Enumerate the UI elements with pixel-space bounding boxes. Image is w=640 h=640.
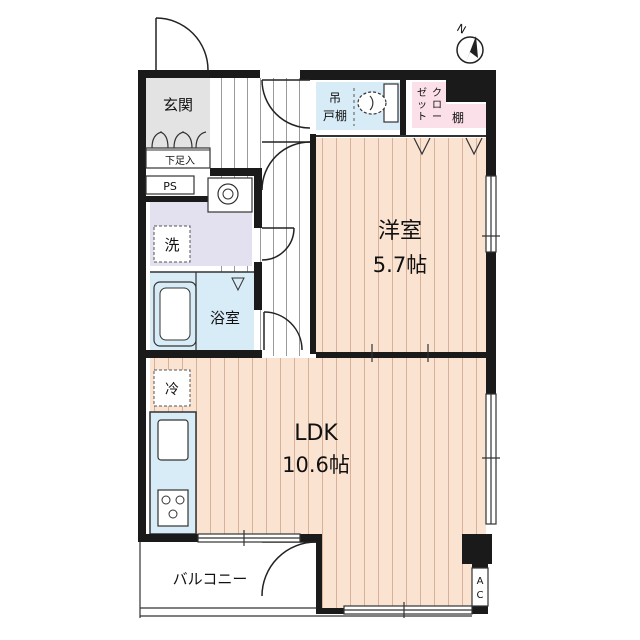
balcony-door[interactable] xyxy=(261,541,317,597)
western-room-floor xyxy=(316,138,486,354)
washer-space xyxy=(153,225,191,263)
ps-label: PS xyxy=(163,180,177,193)
closet-char: ロ xyxy=(432,100,442,111)
balcony xyxy=(139,542,472,618)
ldk-floor xyxy=(150,358,486,534)
western-room-size-label: 5.7帖 xyxy=(373,253,427,277)
ldk-floor-lower xyxy=(320,534,472,608)
balcony-label: バルコニー xyxy=(173,570,248,588)
ldk-size-label: 10.6帖 xyxy=(282,453,350,477)
shoe-storage-label: 下足入 xyxy=(165,155,195,167)
shoe-cabinet-doors xyxy=(151,131,207,149)
stove xyxy=(157,489,189,527)
closet-char: ゼ xyxy=(417,87,427,99)
ldk-door[interactable] xyxy=(263,311,303,351)
compass-icon xyxy=(456,36,484,64)
shelf-label: 棚 xyxy=(452,110,464,125)
bath-vent-marker xyxy=(231,277,245,292)
closet-char: ッ xyxy=(417,100,427,111)
compass-letter: N xyxy=(455,21,469,36)
wash-basin xyxy=(207,177,253,213)
ac-label-a: A xyxy=(477,576,484,587)
bathtub xyxy=(153,272,197,350)
hall-door[interactable] xyxy=(261,79,311,129)
kitchen-sink xyxy=(157,419,189,461)
shelf-area xyxy=(446,104,486,128)
western-room-label: 洋室 xyxy=(378,219,422,244)
closet-char: ト xyxy=(417,112,427,123)
western-room-door[interactable] xyxy=(261,141,311,191)
compass: N xyxy=(455,21,484,64)
entrance-door[interactable] xyxy=(155,17,209,71)
bathroom-label: 浴室 xyxy=(210,309,240,327)
ac-unit xyxy=(471,567,489,607)
toilet xyxy=(357,83,399,123)
hanging-shelf-label-2: 戸棚 xyxy=(323,108,347,123)
ps-box xyxy=(145,175,195,195)
fridge-label: 冷 xyxy=(165,382,179,398)
closet-char: ク xyxy=(432,87,442,99)
closet-char: ー xyxy=(432,112,442,123)
ac-label-c: C xyxy=(477,590,484,601)
fridge-space xyxy=(153,369,191,407)
washroom-door[interactable] xyxy=(261,227,295,261)
shoe-storage xyxy=(145,147,211,169)
closet-doors xyxy=(413,137,483,156)
ldk-label: LDK xyxy=(294,421,338,446)
entrance-label: 玄関 xyxy=(163,96,193,114)
closet-area xyxy=(412,82,446,128)
washer-label: 洗 xyxy=(164,236,179,254)
windows xyxy=(197,175,500,618)
hanging-shelf-label-1: 吊 xyxy=(329,91,341,105)
